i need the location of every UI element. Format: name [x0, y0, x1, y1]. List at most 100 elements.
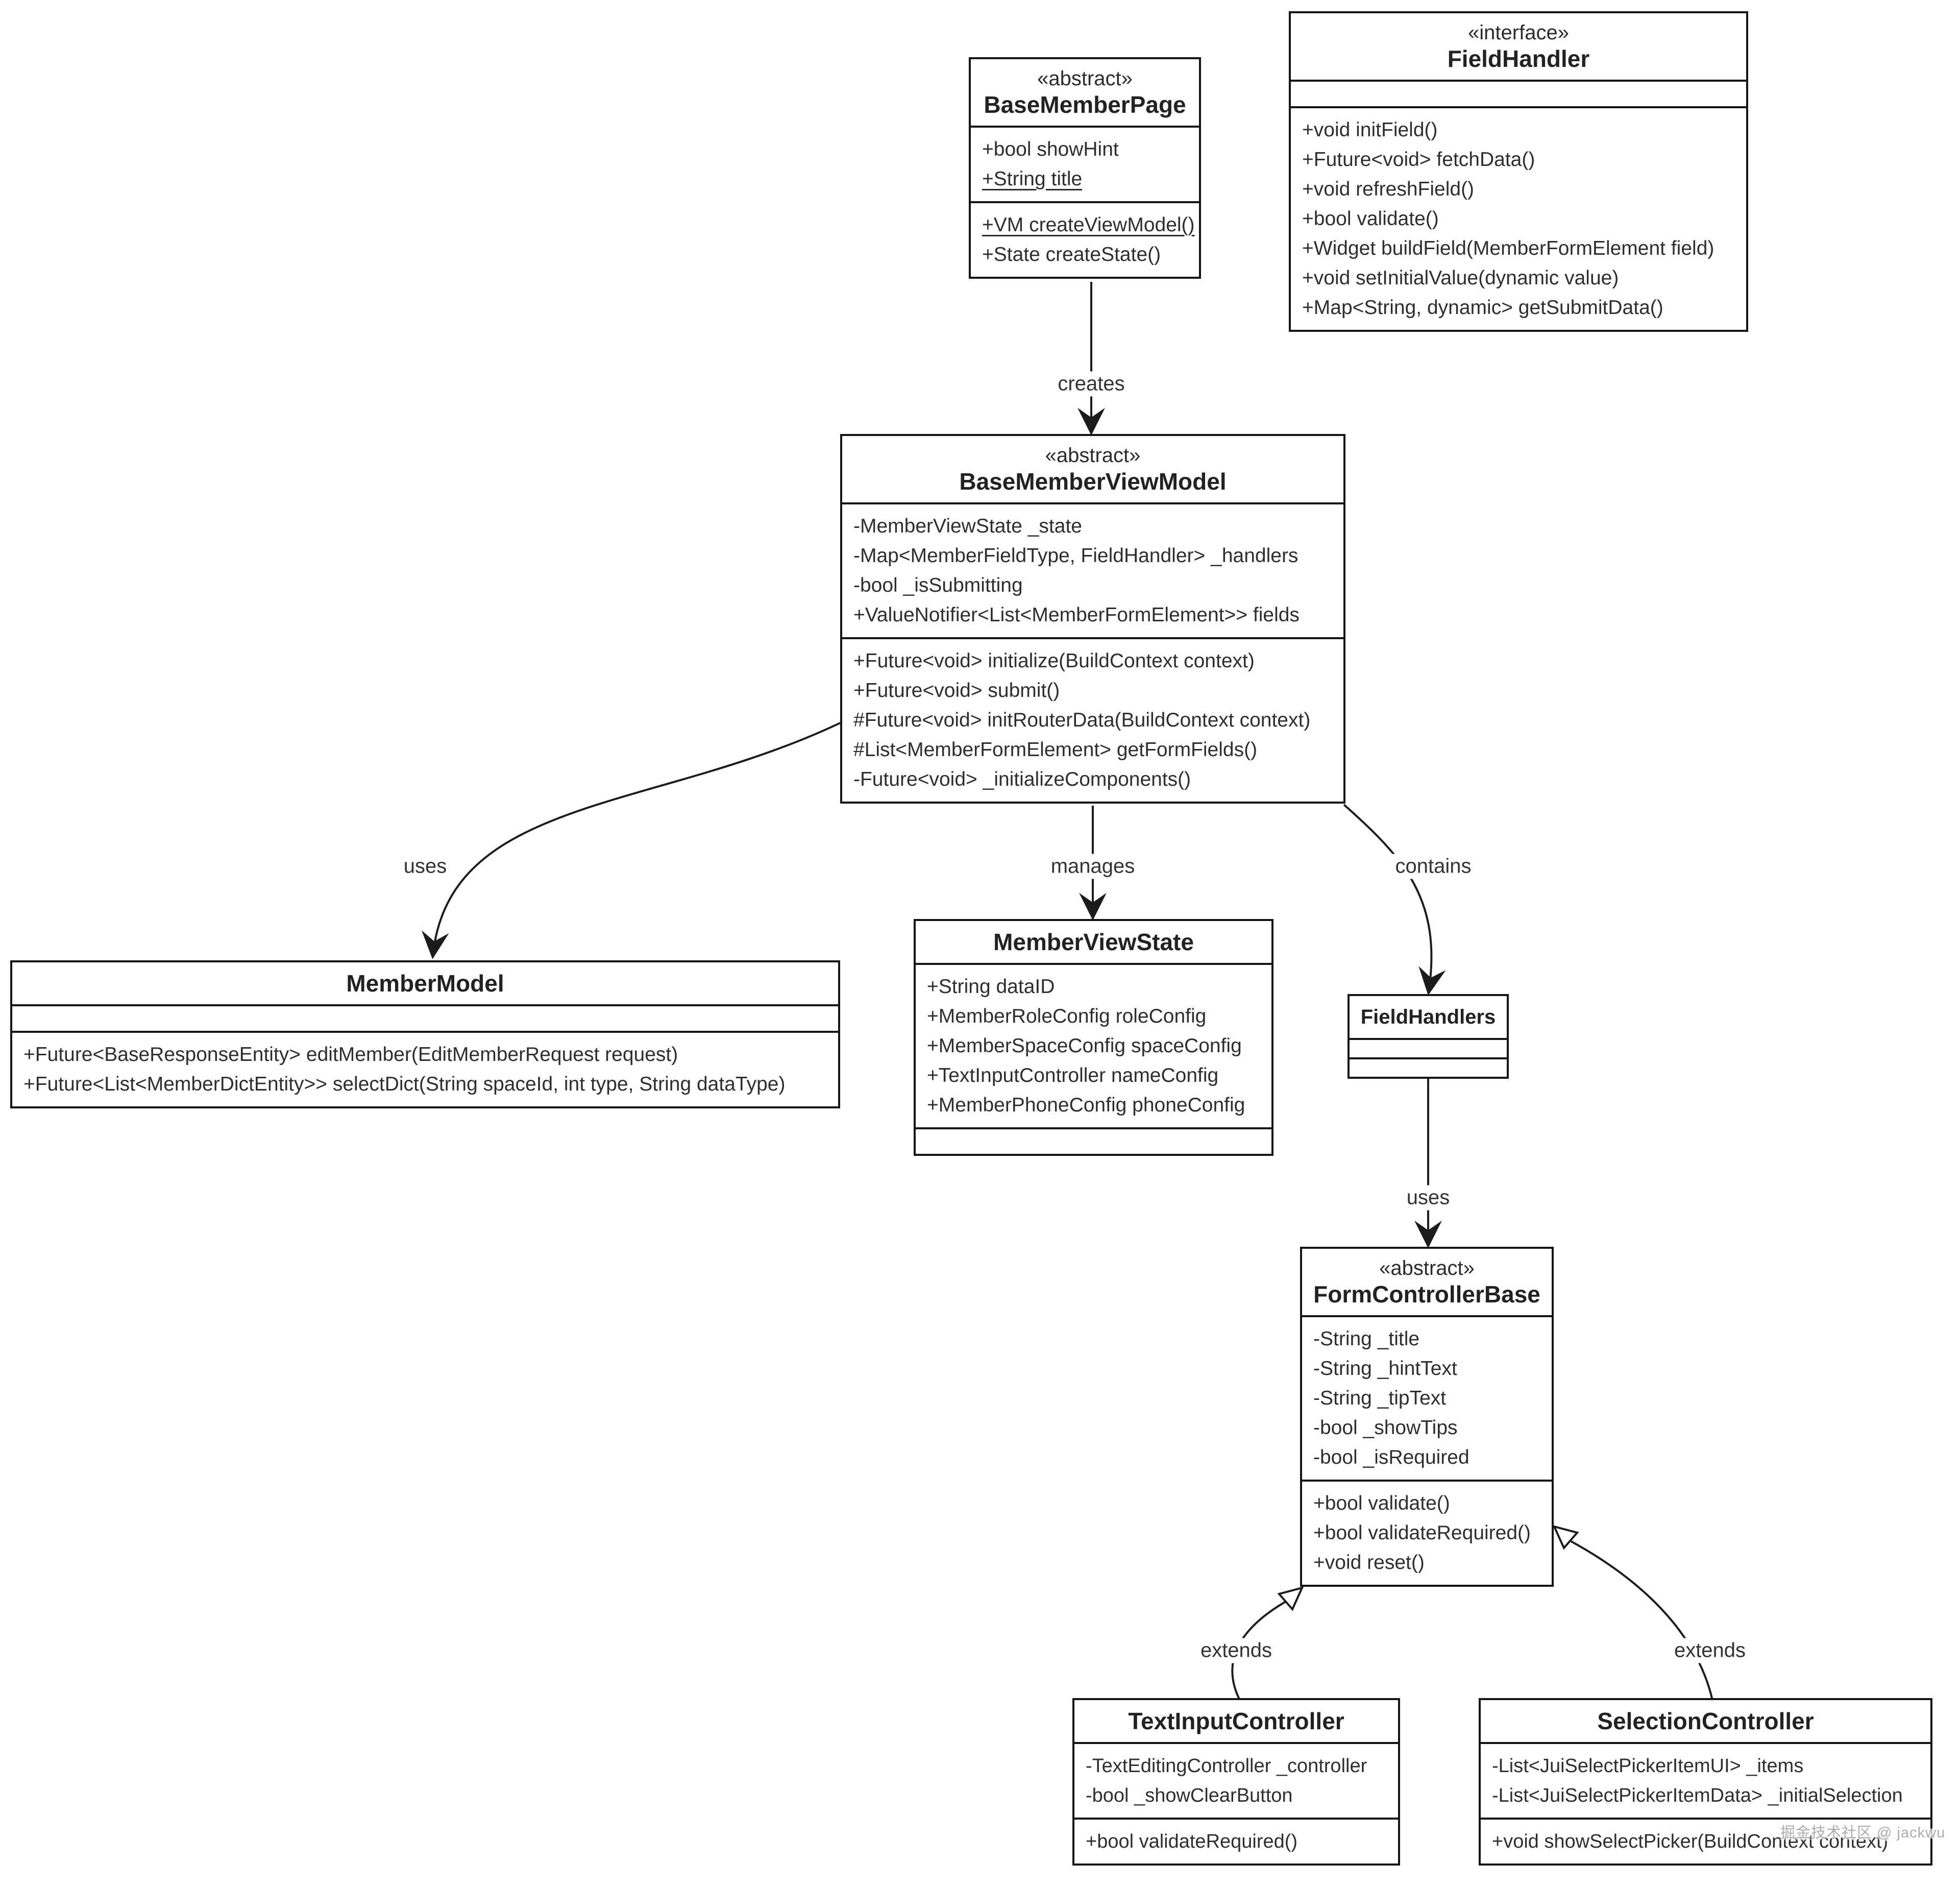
class-title: FieldHandlers — [1350, 996, 1507, 1040]
class-method: +void initField() — [1302, 119, 1438, 141]
edge-extends-selection — [1571, 1540, 1713, 1701]
class-title: SelectionController — [1481, 1700, 1930, 1744]
class-method: #List<MemberFormElement> getFormFields() — [853, 739, 1258, 761]
class-name: BaseMemberPage — [984, 91, 1186, 118]
attributes-section: -List<JuiSelectPickerItemUI> _items -Lis… — [1481, 1744, 1930, 1820]
edge-label-uses-member-model: uses — [396, 854, 454, 879]
class-box-member-model: MemberModel +Future<BaseResponseEntity> … — [10, 960, 840, 1108]
class-name: MemberModel — [346, 970, 504, 997]
edge-uses-member-model — [422, 722, 841, 959]
methods-section: +Future<void> initialize(BuildContext co… — [842, 639, 1343, 802]
class-method: +void setInitialValue(dynamic value) — [1302, 267, 1619, 289]
edge-label-contains: contains — [1388, 854, 1479, 879]
methods-section: +bool validateRequired() — [1074, 1820, 1398, 1863]
class-method: +void refreshField() — [1302, 178, 1475, 200]
class-attribute: -bool _showTips — [1313, 1417, 1458, 1439]
class-title: MemberViewState — [916, 921, 1271, 965]
class-title: «abstract» BaseMemberViewModel — [842, 436, 1343, 504]
methods-section: +void initField() +Future<void> fetchDat… — [1291, 108, 1746, 330]
class-method: +Future<void> submit() — [853, 680, 1060, 701]
class-attribute: +MemberRoleConfig roleConfig — [927, 1005, 1207, 1027]
class-name: FieldHandler — [1447, 45, 1590, 72]
class-method: +bool validate() — [1313, 1492, 1450, 1514]
class-title: «abstract» FormControllerBase — [1302, 1249, 1552, 1317]
class-box-text-input-controller: TextInputController -TextEditingControll… — [1072, 1698, 1400, 1866]
class-box-form-controller-base: «abstract» FormControllerBase -String _t… — [1300, 1247, 1554, 1587]
class-method: +Future<void> fetchData() — [1302, 149, 1535, 171]
class-attribute: -String _tipText — [1313, 1387, 1447, 1409]
edge-contains — [1343, 804, 1446, 996]
class-title: «abstract» BaseMemberPage — [971, 59, 1199, 128]
class-name: FieldHandlers — [1360, 1006, 1496, 1028]
class-method: +Map<String, dynamic> getSubmitData() — [1302, 297, 1663, 319]
class-box-member-view-state: MemberViewState +String dataID +MemberRo… — [914, 919, 1273, 1156]
class-title: TextInputController — [1074, 1700, 1398, 1744]
attributes-section-empty — [1350, 1040, 1507, 1059]
attributes-section: -String _title -String _hintText -String… — [1302, 1317, 1552, 1482]
class-attribute: +String dataID — [927, 976, 1055, 998]
class-name: FormControllerBase — [1313, 1281, 1540, 1308]
class-attribute: -bool _isSubmitting — [853, 574, 1023, 596]
class-attribute: +bool showHint — [982, 138, 1119, 160]
class-method: +Future<List<MemberDictEntity>> selectDi… — [23, 1073, 786, 1095]
class-stereotype: «abstract» — [1045, 444, 1141, 467]
class-attribute: -bool _showClearButton — [1086, 1785, 1293, 1806]
class-method: -Future<void> _initializeComponents() — [853, 768, 1191, 790]
class-title: MemberModel — [12, 962, 838, 1006]
class-name: TextInputController — [1128, 1708, 1344, 1734]
class-method: +void reset() — [1313, 1552, 1425, 1574]
class-box-base-member-view-model: «abstract» BaseMemberViewModel -MemberVi… — [840, 434, 1345, 804]
class-box-field-handler: «interface» FieldHandler +void initField… — [1289, 11, 1748, 332]
class-attribute: +TextInputController nameConfig — [927, 1064, 1219, 1086]
class-method: +State createState() — [982, 244, 1161, 265]
methods-section: +VM createViewModel() +State createState… — [971, 203, 1199, 277]
class-stereotype: «abstract» — [1037, 67, 1133, 90]
edge-label-manages: manages — [1043, 854, 1142, 879]
class-box-base-member-page: «abstract» BaseMemberPage +bool showHint… — [969, 57, 1201, 279]
class-method: +void showSelectPicker(BuildContext cont… — [1492, 1831, 1889, 1852]
class-name: MemberViewState — [993, 929, 1194, 955]
class-name: SelectionController — [1597, 1708, 1814, 1734]
class-method: +Future<void> initialize(BuildContext co… — [853, 650, 1255, 672]
attributes-section: -TextEditingController _controller -bool… — [1074, 1744, 1398, 1820]
edge-label-creates: creates — [1050, 371, 1132, 397]
edge-label-extends-selection: extends — [1667, 1638, 1753, 1663]
generalization-arrowhead-right — [1552, 1524, 1579, 1550]
class-title: «interface» FieldHandler — [1291, 13, 1746, 82]
attributes-section-empty — [12, 1006, 838, 1033]
class-method: +Future<BaseResponseEntity> editMember(E… — [23, 1044, 678, 1066]
methods-section-empty — [1350, 1059, 1507, 1077]
class-box-field-handlers: FieldHandlers — [1348, 994, 1509, 1079]
class-method-static: +VM createViewModel() — [982, 214, 1195, 236]
methods-section: +Future<BaseResponseEntity> editMember(E… — [12, 1033, 838, 1106]
class-stereotype: «interface» — [1468, 21, 1569, 44]
class-attribute: +ValueNotifier<List<MemberFormElement>> … — [853, 604, 1300, 626]
class-method: +bool validate() — [1302, 208, 1439, 230]
class-attribute: -MemberViewState _state — [853, 515, 1082, 537]
class-box-selection-controller: SelectionController -List<JuiSelectPicke… — [1479, 1698, 1932, 1866]
class-attribute: -List<JuiSelectPickerItemData> _initialS… — [1492, 1785, 1903, 1806]
class-attribute-static: +String title — [982, 168, 1083, 190]
class-method: +Widget buildField(MemberFormElement fie… — [1302, 237, 1714, 259]
edge-label-extends-text-input: extends — [1193, 1638, 1280, 1663]
class-attribute: -String _hintText — [1313, 1358, 1457, 1379]
watermark: 掘金技术社区 @ jackwu — [1780, 1825, 1946, 1841]
class-stereotype: «abstract» — [1379, 1257, 1475, 1279]
class-attribute: +MemberSpaceConfig spaceConfig — [927, 1035, 1242, 1057]
class-method: #Future<void> initRouterData(BuildContex… — [853, 709, 1311, 731]
class-attribute: -String _title — [1313, 1328, 1420, 1350]
class-attribute: -List<JuiSelectPickerItemUI> _items — [1492, 1755, 1804, 1777]
generalization-arrowhead-left — [1277, 1586, 1304, 1611]
edge-label-uses-form-controller: uses — [1399, 1185, 1457, 1211]
class-method: +bool validateRequired() — [1086, 1831, 1298, 1852]
methods-section-empty — [916, 1129, 1271, 1154]
methods-section: +bool validate() +bool validateRequired(… — [1302, 1482, 1552, 1585]
class-attribute: +MemberPhoneConfig phoneConfig — [927, 1094, 1245, 1116]
class-attribute: -Map<MemberFieldType, FieldHandler> _han… — [853, 545, 1298, 567]
class-method: +bool validateRequired() — [1313, 1522, 1531, 1544]
class-name: BaseMemberViewModel — [959, 468, 1227, 495]
methods-section: +void showSelectPicker(BuildContext cont… — [1481, 1820, 1930, 1863]
attributes-section-empty — [1291, 82, 1746, 108]
attributes-section: +bool showHint +String title — [971, 128, 1199, 203]
